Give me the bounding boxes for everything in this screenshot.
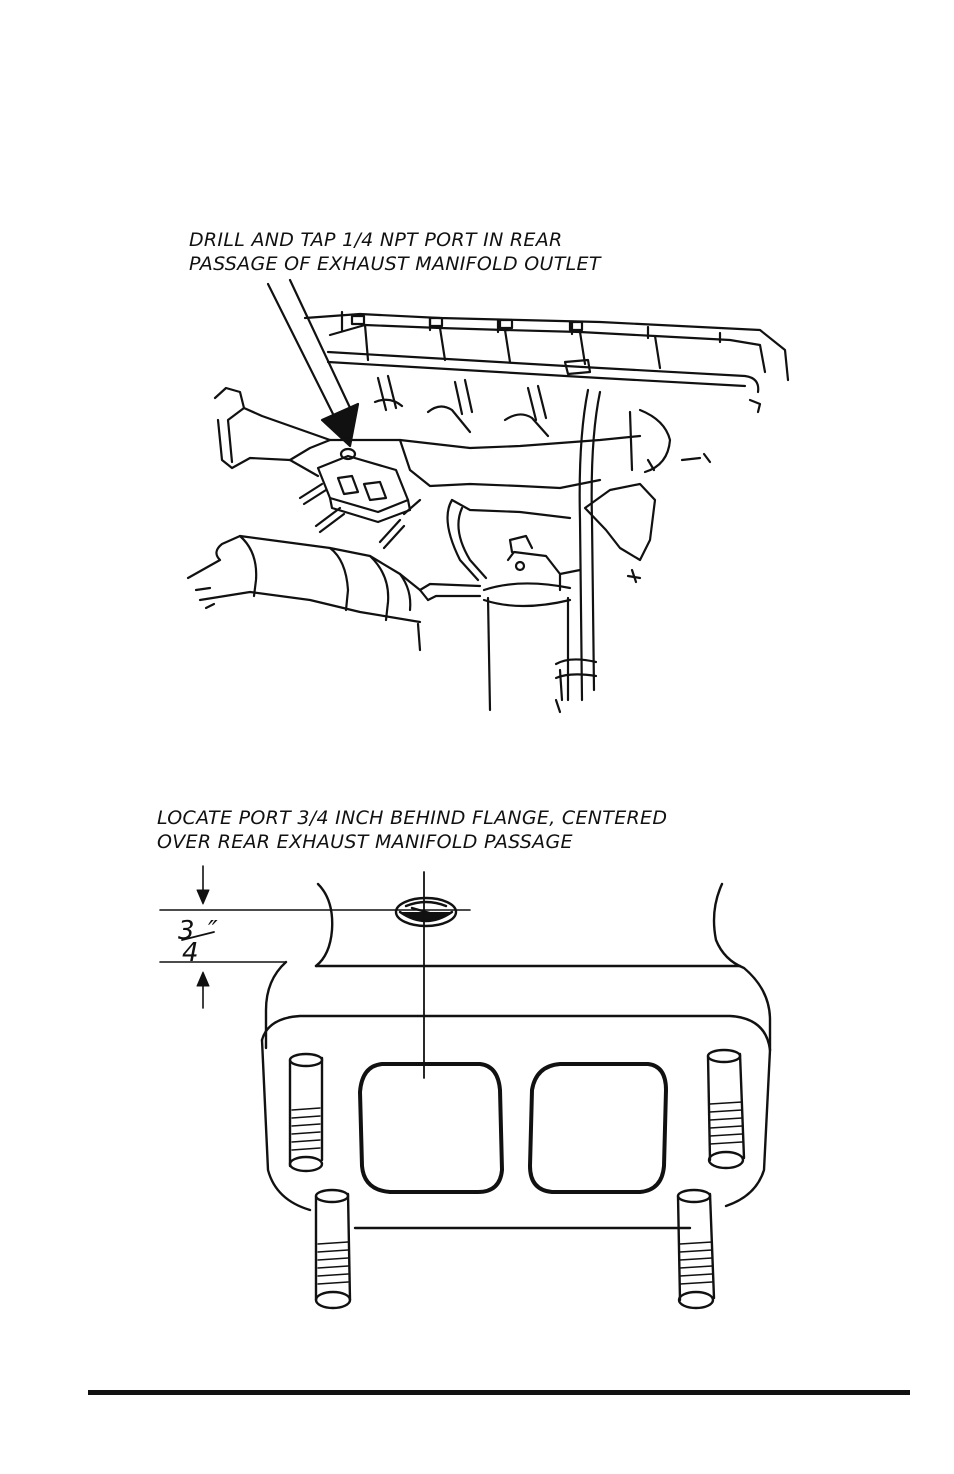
- dimension-unit: ″: [208, 916, 218, 946]
- stud-upper-left: [290, 1054, 322, 1171]
- stud-lower-left: [316, 1190, 350, 1308]
- stud-upper-right: [708, 1050, 744, 1168]
- footer-rule: [88, 1390, 910, 1395]
- dimension-denominator: 4: [182, 938, 199, 968]
- manifold-outlet-body: [262, 884, 770, 1228]
- drilled-port: [396, 872, 456, 1078]
- exhaust-passages: [360, 1064, 666, 1192]
- stud-lower-right: [678, 1190, 714, 1308]
